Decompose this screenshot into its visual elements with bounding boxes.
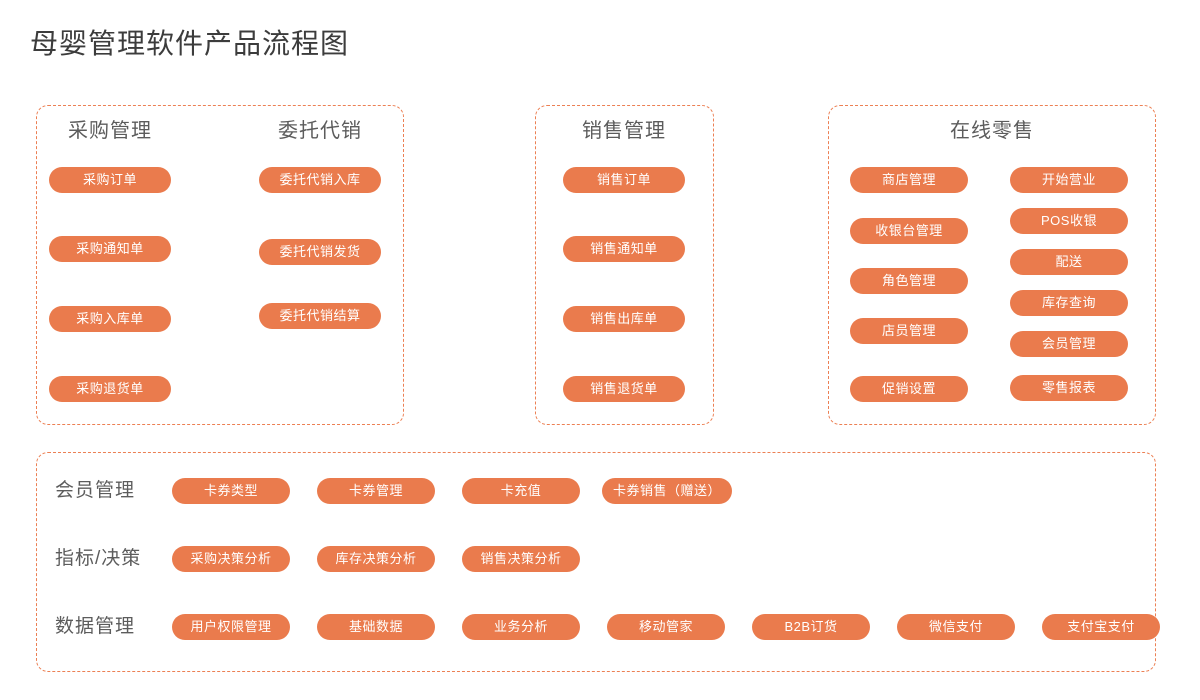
pill-card-sales-gift[interactable]: 卡券销售（赠送） xyxy=(602,478,732,504)
pill-consignment-settlement[interactable]: 委托代销结算 xyxy=(259,303,381,329)
page-title: 母婴管理软件产品流程图 xyxy=(30,28,350,59)
pill-basic-data[interactable]: 基础数据 xyxy=(317,614,435,640)
pill-business-analysis[interactable]: 业务分析 xyxy=(462,614,580,640)
pill-user-permission-management[interactable]: 用户权限管理 xyxy=(172,614,290,640)
pill-sales-outbound[interactable]: 销售出库单 xyxy=(563,306,685,332)
pill-card-type[interactable]: 卡券类型 xyxy=(172,478,290,504)
pill-purchase-inbound[interactable]: 采购入库单 xyxy=(49,306,171,332)
pill-retail-report[interactable]: 零售报表 xyxy=(1010,375,1128,401)
pill-mobile-steward[interactable]: 移动管家 xyxy=(607,614,725,640)
pill-purchase-notice[interactable]: 采购通知单 xyxy=(49,236,171,262)
group-heading-consignment: 委托代销 xyxy=(278,120,362,142)
pill-alipay-pay[interactable]: 支付宝支付 xyxy=(1042,614,1160,640)
group-heading-online-retail: 在线零售 xyxy=(950,120,1034,142)
group-heading-sales: 销售管理 xyxy=(582,120,666,142)
pill-member-management-retail[interactable]: 会员管理 xyxy=(1010,331,1128,357)
pill-promotion-settings[interactable]: 促销设置 xyxy=(850,376,968,402)
pill-consignment-shipment[interactable]: 委托代销发货 xyxy=(259,239,381,265)
group-heading-procurement: 采购管理 xyxy=(68,120,152,142)
pill-sales-decision-analysis[interactable]: 销售决策分析 xyxy=(462,546,580,572)
pill-wechat-pay[interactable]: 微信支付 xyxy=(897,614,1015,640)
pill-staff-management[interactable]: 店员管理 xyxy=(850,318,968,344)
row-label-data-management: 数据管理 xyxy=(55,616,136,637)
pill-role-management[interactable]: 角色管理 xyxy=(850,268,968,294)
pill-purchase-order[interactable]: 采购订单 xyxy=(49,167,171,193)
pill-inventory-decision-analysis[interactable]: 库存决策分析 xyxy=(317,546,435,572)
pill-b2b-ordering[interactable]: B2B订货 xyxy=(752,614,870,640)
panel-platform xyxy=(36,452,1156,672)
pill-sales-order[interactable]: 销售订单 xyxy=(563,167,685,193)
pill-delivery[interactable]: 配送 xyxy=(1010,249,1128,275)
pill-card-management[interactable]: 卡券管理 xyxy=(317,478,435,504)
pill-store-management[interactable]: 商店管理 xyxy=(850,167,968,193)
pill-sales-return[interactable]: 销售退货单 xyxy=(563,376,685,402)
row-label-member-management: 会员管理 xyxy=(55,480,136,501)
row-label-metrics-decision: 指标/决策 xyxy=(55,548,142,569)
pill-consignment-inbound[interactable]: 委托代销入库 xyxy=(259,167,381,193)
panel-sales xyxy=(535,105,714,425)
pill-start-business[interactable]: 开始营业 xyxy=(1010,167,1128,193)
pill-cashier-desk-management[interactable]: 收银台管理 xyxy=(850,218,968,244)
pill-sales-notice[interactable]: 销售通知单 xyxy=(563,236,685,262)
pill-pos-checkout[interactable]: POS收银 xyxy=(1010,208,1128,234)
pill-procurement-decision-analysis[interactable]: 采购决策分析 xyxy=(172,546,290,572)
panel-procurement xyxy=(36,105,404,425)
pill-inventory-query[interactable]: 库存查询 xyxy=(1010,290,1128,316)
pill-card-recharge[interactable]: 卡充值 xyxy=(462,478,580,504)
pill-purchase-return[interactable]: 采购退货单 xyxy=(49,376,171,402)
panel-retail xyxy=(828,105,1156,425)
